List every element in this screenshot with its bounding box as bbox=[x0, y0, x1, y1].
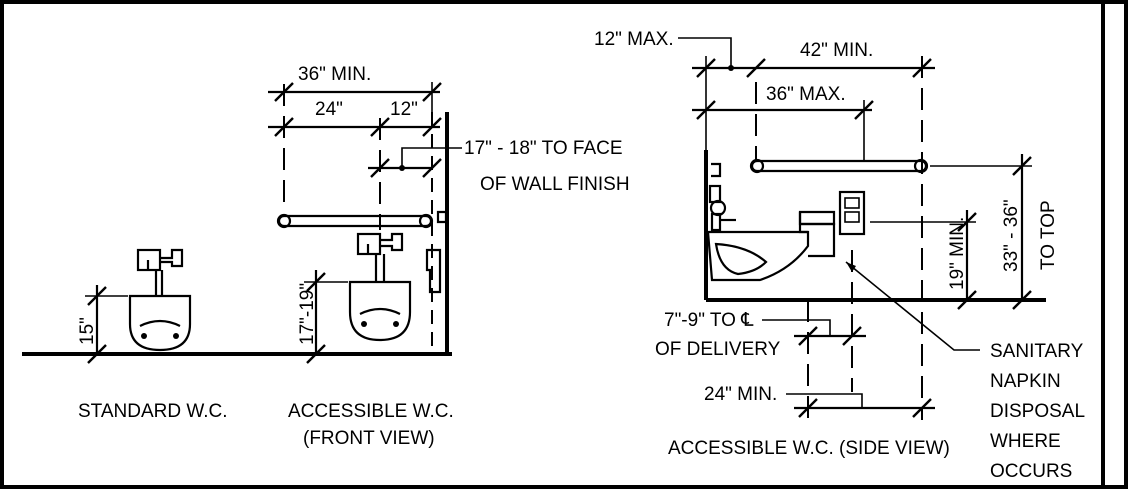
side-delivery-label-1: 7"-9" TO ℄ bbox=[664, 310, 754, 331]
side-36max-label: 36" MAX. bbox=[766, 84, 846, 105]
accessible-wc-front-fixture bbox=[348, 232, 412, 342]
front-views-group: 15" STANDARD W.C. bbox=[22, 64, 630, 449]
side-33-36-dimension: 33" - 36" TO TOP bbox=[930, 154, 1059, 310]
napkin-label-1: SANITARY bbox=[990, 341, 1084, 362]
napkin-label-4: WHERE bbox=[990, 431, 1061, 452]
flush-valve-side bbox=[708, 162, 736, 232]
napkin-label-2: NAPKIN bbox=[990, 371, 1061, 392]
napkin-leader bbox=[845, 261, 980, 351]
napkin-label-5: OCCURS bbox=[990, 461, 1072, 482]
grab-bar-front bbox=[276, 213, 434, 229]
side-24min-label: 24" MIN. bbox=[704, 384, 777, 405]
side-12max-dimension: 12" MAX. bbox=[594, 29, 734, 71]
front-24-12-dimension: 24" 12" bbox=[268, 99, 442, 137]
standard-wc-caption: STANDARD W.C. bbox=[78, 401, 228, 422]
side-42min-label: 42" MIN. bbox=[800, 40, 873, 61]
front-caption-1: ACCESSIBLE W.C. bbox=[288, 401, 454, 422]
grab-bar-side bbox=[749, 158, 929, 174]
front-caption-2: (FRONT VIEW) bbox=[303, 428, 435, 449]
front-36min-dimension: 36" MIN. bbox=[268, 64, 442, 112]
side-view-group: 12" MAX. 42" MIN. 36" MAX. 33" - 36" TO bbox=[594, 29, 1085, 482]
front-36min-label: 36" MIN. bbox=[298, 64, 371, 85]
side-33-36-label: 33" - 36" bbox=[1001, 199, 1022, 272]
standard-wc-fixture bbox=[128, 248, 192, 352]
side-to-top-label: TO TOP bbox=[1038, 200, 1059, 270]
front-24-label: 24" bbox=[315, 99, 343, 120]
side-19min-dimension: 19" MIN. bbox=[870, 210, 977, 310]
accessible-wc-side-fixture bbox=[706, 210, 836, 282]
front-face-label-2: OF WALL FINISH bbox=[480, 174, 630, 195]
side-24min-dimension: 24" MIN. bbox=[704, 384, 935, 418]
front-17-19-dimension: 17"-19" bbox=[297, 270, 348, 364]
side-19min-label: 19" MIN. bbox=[947, 217, 968, 290]
std-15-label: 15" bbox=[77, 317, 98, 345]
side-42min-dimension: 42" MIN. bbox=[692, 40, 935, 150]
side-delivery-dimension: 7"-9" TO ℄ OF DELIVERY bbox=[655, 310, 866, 360]
side-delivery-label-2: OF DELIVERY bbox=[655, 339, 781, 360]
paper-holder bbox=[425, 248, 442, 294]
std-15-dimension: 15" bbox=[77, 285, 128, 364]
front-face-dimension: 17" - 18" TO FACE OF WALL FINISH bbox=[368, 138, 630, 195]
side-12max-label: 12" MAX. bbox=[594, 29, 674, 50]
side-caption: ACCESSIBLE W.C. (SIDE VIEW) bbox=[668, 438, 950, 459]
front-face-label-1: 17" - 18" TO FACE bbox=[464, 138, 623, 159]
side-36max-dimension: 36" MAX. bbox=[692, 84, 874, 160]
napkin-label-3: DISPOSAL bbox=[990, 401, 1085, 422]
front-17-19-label: 17"-19" bbox=[297, 283, 318, 345]
napkin-disposal-box bbox=[838, 190, 866, 236]
front-12-label: 12" bbox=[390, 99, 418, 120]
